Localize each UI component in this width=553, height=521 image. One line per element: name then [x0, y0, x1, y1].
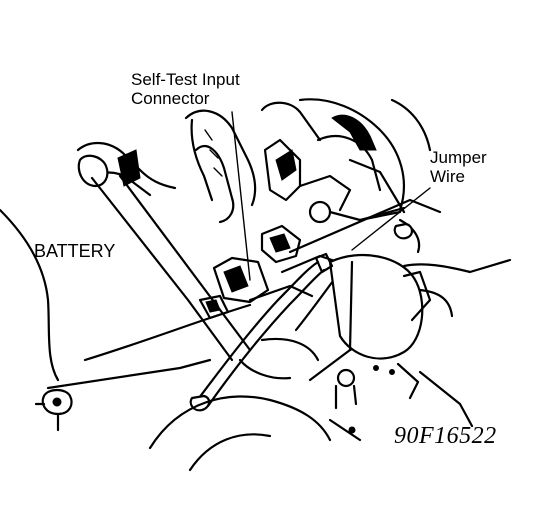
- figure-code-label: 90F16522: [394, 423, 497, 449]
- engine-component-icon: [260, 98, 432, 254]
- self-test-label-line2: Connector: [131, 89, 210, 108]
- self-test-label-line1: Self-Test Input: [131, 70, 240, 89]
- battery-label: BATTERY: [34, 241, 116, 261]
- self-test-leader-line: [231, 111, 251, 281]
- lower-engine-icon: [148, 337, 474, 472]
- starter-icon: [328, 206, 512, 410]
- jumper-leader-line: [351, 187, 431, 251]
- self-test-input-connector-label: Self-Test Input Connector: [131, 70, 240, 108]
- jumper-wire-label: Jumper Wire: [430, 148, 487, 186]
- upper-hose-icon: [76, 109, 257, 224]
- jumper-label-line2: Wire: [430, 167, 465, 186]
- battery-outline-icon: [0, 174, 252, 432]
- jumper-label-line1: Jumper: [430, 148, 487, 167]
- leader-lines: [231, 111, 431, 281]
- self-test-input-connector-icon: [198, 224, 314, 320]
